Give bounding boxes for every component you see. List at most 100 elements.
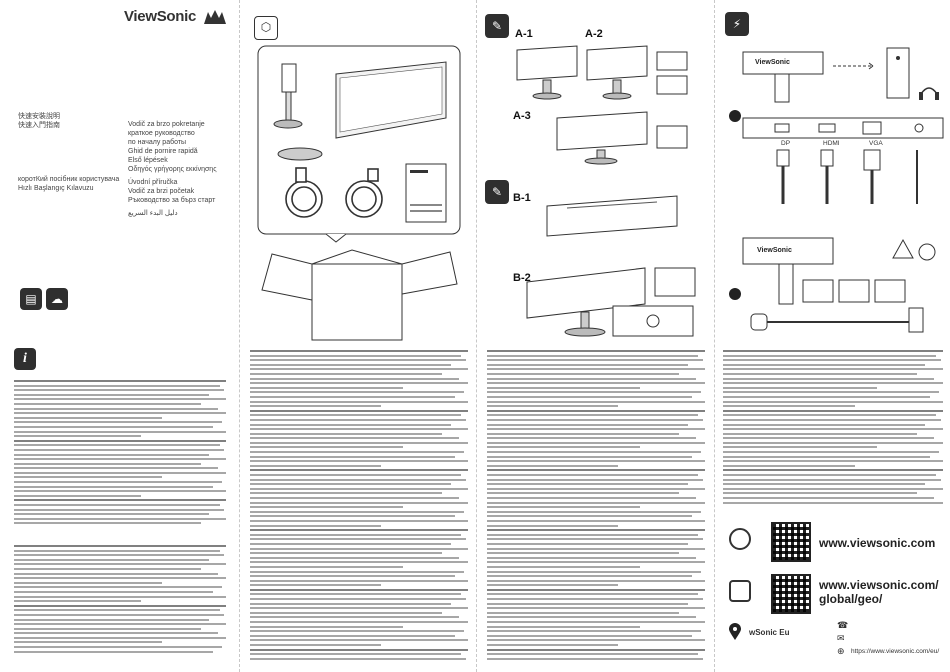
panel-assembly: ✎ A-1 A-2 A-3 ✎ B-1 B-2 xyxy=(477,0,715,672)
fine-print-line xyxy=(14,380,226,382)
fine-print-line xyxy=(14,508,224,511)
fine-print-line xyxy=(487,657,703,660)
fine-print-line xyxy=(723,432,917,435)
fine-print-line xyxy=(14,504,220,507)
fine-print-line xyxy=(487,561,705,564)
cloud-icon: ☁ xyxy=(46,288,68,310)
fine-print-line xyxy=(14,458,226,461)
fine-print-line xyxy=(250,469,468,472)
contents-callout xyxy=(257,45,461,243)
fine-print-line xyxy=(723,405,855,408)
fine-print-line xyxy=(250,565,403,568)
fine-print-line xyxy=(723,483,926,486)
fine-print-line xyxy=(723,469,943,472)
fine-print-line xyxy=(487,621,705,624)
fine-print-line xyxy=(487,354,699,357)
title-line xyxy=(18,148,119,157)
fine-print-line xyxy=(14,636,226,639)
fine-print-line xyxy=(14,435,142,438)
fine-print-line xyxy=(250,506,403,509)
step-b2-illustration xyxy=(526,267,696,337)
fine-print-line xyxy=(487,602,688,605)
fine-print-line xyxy=(487,497,697,499)
fine-print-line xyxy=(487,368,705,371)
fine-print-line xyxy=(487,588,705,591)
fine-print-line xyxy=(487,565,640,568)
fine-print-line xyxy=(723,372,917,375)
step-dot-2 xyxy=(729,288,741,300)
fine-print-line xyxy=(250,418,466,421)
fine-print-line xyxy=(250,382,468,385)
fine-print-line xyxy=(14,444,220,447)
qr-code-support xyxy=(771,522,811,562)
fine-print-line xyxy=(14,430,226,433)
fine-print-line xyxy=(487,492,679,495)
title-line: коротКий посібник користувача xyxy=(18,176,120,183)
step-b1-illustration xyxy=(546,195,678,237)
fine-print-line xyxy=(487,639,705,642)
fine-print-line xyxy=(723,409,943,412)
url-global-line2[interactable]: global/geo/ xyxy=(819,592,883,606)
step-a2-label: A-2 xyxy=(585,28,603,40)
fine-print-line xyxy=(487,469,705,472)
qr-code-global xyxy=(771,574,811,614)
fine-print-line xyxy=(14,549,220,552)
fine-print-line xyxy=(250,653,462,656)
fine-print-line xyxy=(14,590,214,593)
url-global-line1[interactable]: www.viewsonic.com/ xyxy=(819,578,939,592)
fine-print-line xyxy=(487,529,705,532)
fine-print-line xyxy=(723,428,943,431)
fine-print-line xyxy=(250,598,466,601)
fine-print-line xyxy=(250,359,466,362)
fine-print-line xyxy=(250,621,468,624)
birds-logo xyxy=(204,10,226,24)
fine-print-line xyxy=(487,510,701,513)
fine-print-line xyxy=(723,414,937,417)
fine-print-line xyxy=(723,363,926,366)
fine-print-line xyxy=(14,563,226,566)
fine-print-line xyxy=(250,648,468,651)
stand-illustration xyxy=(273,63,303,129)
eu-url[interactable]: https://www.viewsonic.com/eu/ xyxy=(851,648,940,655)
fine-print-line xyxy=(487,409,705,412)
fine-print-line xyxy=(487,428,705,431)
fine-print-line xyxy=(250,519,468,522)
fine-print-line xyxy=(14,581,163,584)
connection-illustration: ViewSonic xyxy=(742,47,944,204)
fine-print-line xyxy=(723,437,935,440)
fine-print-line xyxy=(14,471,226,474)
fine-print-line xyxy=(250,414,462,417)
fine-print-line xyxy=(250,644,381,646)
fine-print-line xyxy=(250,524,381,527)
step-a3-label: A-3 xyxy=(513,110,531,122)
fine-print-line xyxy=(723,395,930,398)
fine-print-line xyxy=(14,572,218,575)
fine-print-line xyxy=(14,416,163,419)
fine-print-line xyxy=(487,648,705,651)
fine-print-line xyxy=(487,653,699,656)
title-line: 快速安裝說明 xyxy=(18,113,60,120)
url-viewsonic[interactable]: www.viewsonic.com xyxy=(819,536,936,550)
fine-print-line xyxy=(14,398,226,401)
fine-print-line xyxy=(250,474,462,477)
fine-print-line xyxy=(723,464,855,467)
fine-print-line xyxy=(487,575,692,578)
fine-print-line xyxy=(487,437,697,440)
hdmi-cable-illustration xyxy=(345,168,383,218)
fine-print-line xyxy=(487,644,618,646)
fine-print-line xyxy=(487,391,701,394)
fine-print-line xyxy=(14,425,214,428)
fine-print-line xyxy=(487,446,640,449)
fine-print-line xyxy=(487,584,618,587)
fine-print-line xyxy=(250,611,442,614)
fine-print-line xyxy=(250,354,462,357)
screwdriver-icon: ✎ xyxy=(485,14,509,38)
fine-print-line xyxy=(723,474,937,477)
fine-print-line xyxy=(723,446,877,449)
fine-print-line xyxy=(250,497,460,499)
fine-print-line xyxy=(250,533,462,536)
booklet-illustration xyxy=(405,163,447,223)
fine-print-line xyxy=(250,575,455,578)
fine-print-line xyxy=(487,441,705,444)
fine-print-line xyxy=(250,501,468,504)
